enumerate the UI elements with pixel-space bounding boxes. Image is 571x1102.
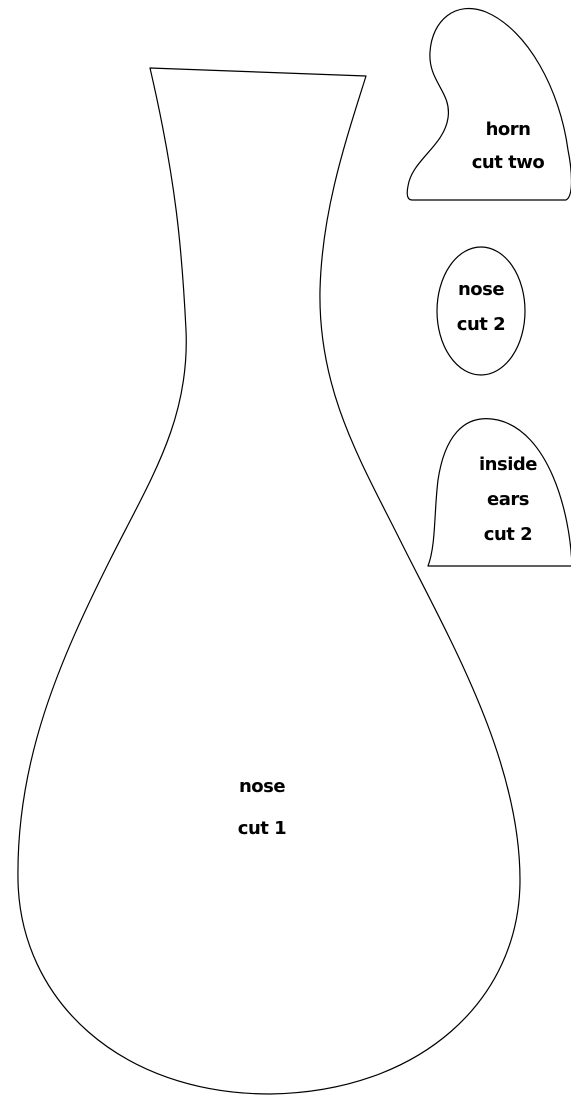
- nose-small-piece: nose cut 2: [436, 246, 526, 376]
- horn-label-line1: horn: [486, 119, 531, 140]
- inside-ears-outline: [427, 418, 571, 567]
- nose-large-outline: [17, 67, 521, 1095]
- nose-small-label-line2: cut 2: [457, 314, 505, 335]
- inside-ears-label-line3: cut 2: [484, 524, 532, 545]
- nose-large-label-line1: nose: [239, 776, 285, 797]
- nose-small-outline: [436, 246, 526, 376]
- inside-ears-label-line1: inside: [479, 454, 537, 475]
- nose-small-label-line1: nose: [458, 279, 504, 300]
- horn-label-line2: cut two: [472, 152, 545, 173]
- inside-ears-piece: inside ears cut 2: [427, 418, 571, 567]
- nose-large-label-line2: cut 1: [238, 818, 286, 839]
- horn-piece: horn cut two: [406, 7, 571, 201]
- nose-large-piece: nose cut 1: [17, 67, 521, 1095]
- horn-outline: [406, 7, 571, 201]
- inside-ears-label-line2: ears: [487, 489, 529, 510]
